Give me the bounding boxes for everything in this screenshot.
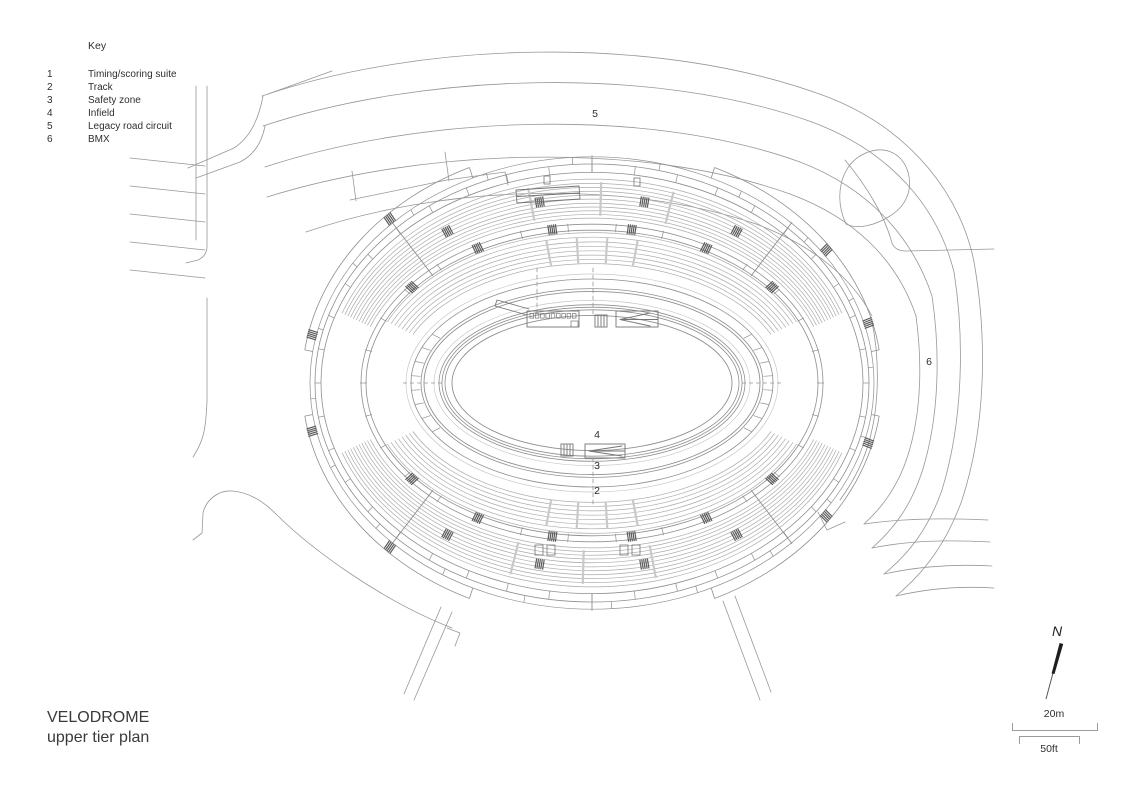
scale-bar-imperial: [1019, 736, 1080, 744]
infield-structures: [494, 175, 659, 556]
roads: [129, 51, 995, 701]
scale-label-imperial: 50ft: [1040, 743, 1058, 755]
plan-linework: [129, 51, 995, 701]
seat-rows: [341, 178, 843, 588]
north-arrow-icon: [1045, 643, 1064, 700]
plan-label-track: 2: [594, 485, 600, 497]
aisle-marks: [509, 182, 675, 584]
plan-number-labels: 5 6 4 3 2: [592, 108, 932, 497]
radial-dividers: [310, 155, 874, 611]
plan-label-bmx: 6: [926, 356, 932, 368]
plan-label-infield: 4: [594, 429, 600, 441]
plan-label-safety-zone: 3: [594, 460, 600, 472]
north-indicator: N: [1030, 615, 1090, 710]
scale-bar-metric: [1012, 723, 1098, 731]
stadium-rings: [309, 156, 875, 610]
outer-arcs: [304, 167, 880, 599]
drawing-title-project: VELODROME: [47, 709, 150, 726]
north-label: N: [1052, 623, 1063, 639]
key-title: Key: [88, 40, 107, 52]
drawing-title-sheet: upper tier plan: [47, 729, 150, 746]
scale-label-metric: 20m: [1043, 708, 1065, 720]
drawing-title: VELODROME upper tier plan: [47, 708, 149, 748]
vomitory-hatches: [306, 196, 875, 570]
dashed-lines: [400, 267, 784, 507]
plan-label-legacy-road-circuit: 5: [592, 108, 598, 120]
